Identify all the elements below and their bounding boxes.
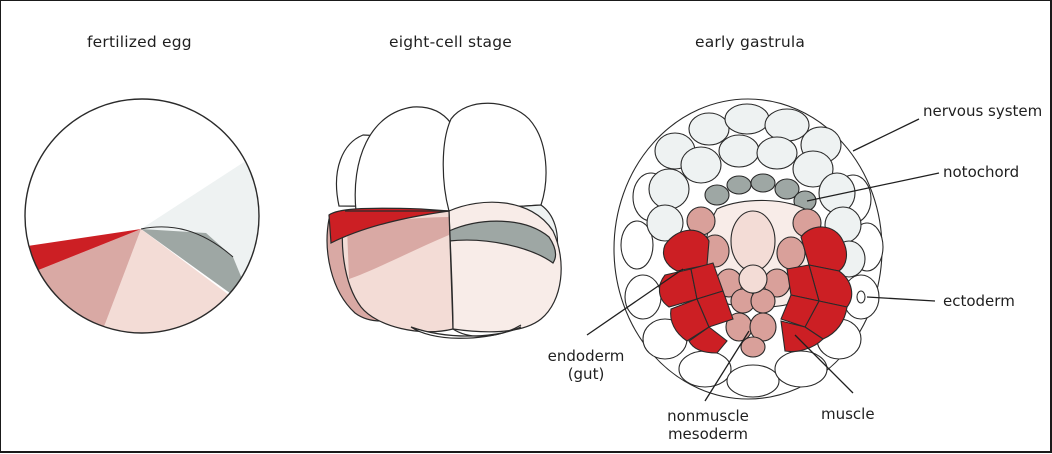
label-nonmuscle-line1: nonmuscle bbox=[653, 407, 763, 425]
label-muscle: muscle bbox=[821, 405, 875, 423]
label-notochord: notochord bbox=[943, 163, 1019, 181]
cell-top-right bbox=[443, 103, 546, 211]
fertilized-egg bbox=[21, 99, 261, 361]
label-ectoderm: ectoderm bbox=[943, 292, 1015, 310]
title-early-gastrula: early gastrula bbox=[695, 33, 805, 51]
label-nonmuscle-line2: mesoderm bbox=[653, 425, 763, 443]
leader-nervous-system bbox=[853, 119, 919, 151]
label-endoderm: endoderm (gut) bbox=[541, 347, 631, 383]
label-endoderm-line2: (gut) bbox=[541, 365, 631, 383]
label-endoderm-line1: endoderm bbox=[541, 347, 631, 365]
early-gastrula bbox=[587, 99, 939, 401]
title-fertilized-egg: fertilized egg bbox=[87, 33, 192, 51]
label-nervous-system: nervous system bbox=[923, 102, 1042, 120]
eight-cell-stage bbox=[327, 103, 561, 338]
label-nonmuscle-mesoderm: nonmuscle mesoderm bbox=[653, 407, 763, 443]
title-eight-cell-stage: eight-cell stage bbox=[389, 33, 512, 51]
